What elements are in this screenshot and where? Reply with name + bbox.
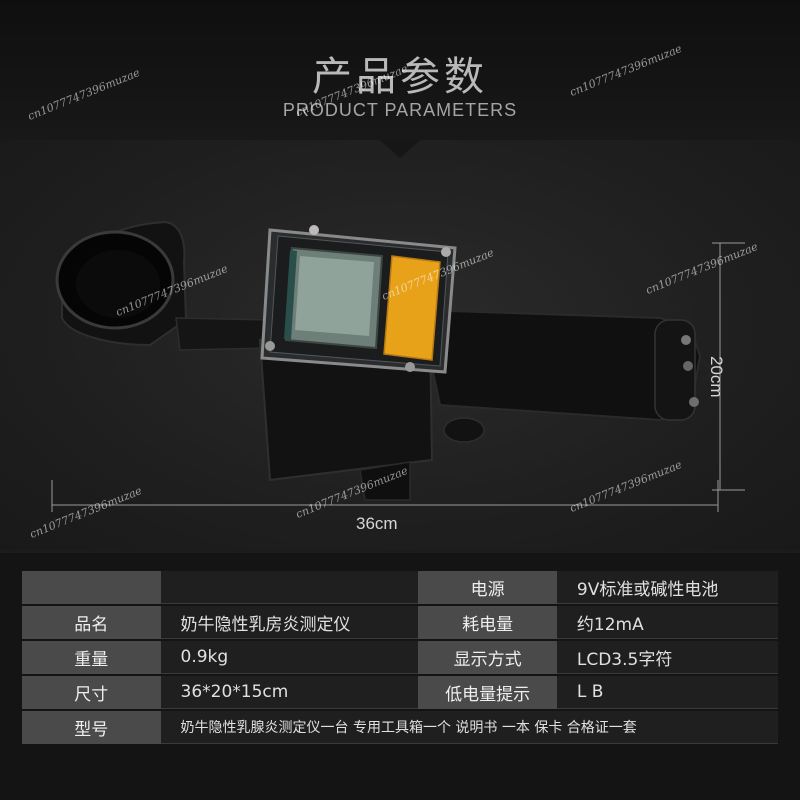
table-row: 电源 9V标准或碱性电池 <box>22 571 778 604</box>
param-value-consumption: 约12mA <box>556 606 778 639</box>
table-row: 型号 奶牛隐性乳腺炎测定仪一台 专用工具箱一个 说明书 一本 保卡 合格证一套 <box>22 711 778 744</box>
param-label-empty <box>22 571 161 604</box>
width-dimension-label: 36cm <box>356 514 398 533</box>
page-subtitle: PRODUCT PARAMETERS <box>282 100 518 120</box>
param-value-low-battery: L B <box>556 676 778 709</box>
param-label-power: 电源 <box>418 571 557 604</box>
product-image <box>51 220 745 512</box>
param-label-low-battery: 低电量提示 <box>418 676 557 709</box>
param-label-size: 尺寸 <box>22 676 161 709</box>
page-title: 产品参数 <box>312 54 488 100</box>
param-value-model: 奶牛隐性乳腺炎测定仪一台 专用工具箱一个 说明书 一本 保卡 合格证一套 <box>160 711 778 744</box>
param-label-display: 显示方式 <box>418 641 557 674</box>
connector-tube <box>175 317 271 351</box>
main-body <box>258 225 457 501</box>
funnel-cup <box>55 220 188 347</box>
param-label-consumption: 耗电量 <box>418 606 557 639</box>
height-dimension-line <box>712 242 745 491</box>
param-value-empty <box>160 571 419 604</box>
table-row: 重量 0.9kg 显示方式 LCD3.5字符 <box>22 641 778 674</box>
amber-button-panel <box>383 255 441 361</box>
parameter-table: 电源 9V标准或碱性电池 品名 奶牛隐性乳房炎测定仪 耗电量 约12mA 重量 … <box>22 569 778 746</box>
param-label-weight: 重量 <box>22 641 161 674</box>
param-value-power: 9V标准或碱性电池 <box>556 571 778 604</box>
param-value-weight: 0.9kg <box>160 641 419 674</box>
param-label-product-name: 品名 <box>22 606 161 639</box>
handle <box>418 308 712 443</box>
param-value-size: 36*20*15cm <box>160 676 419 709</box>
param-label-model: 型号 <box>22 711 161 744</box>
header-banner: 产品参数 PRODUCT PARAMETERS <box>0 0 800 140</box>
width-dimension-line <box>51 480 719 512</box>
lcd-display <box>284 246 384 350</box>
banner-notch <box>380 140 420 158</box>
height-dimension-label: 20cm <box>707 356 726 398</box>
parameter-table-section: 电源 9V标准或碱性电池 品名 奶牛隐性乳房炎测定仪 耗电量 约12mA 重量 … <box>0 553 800 800</box>
param-value-product-name: 奶牛隐性乳房炎测定仪 <box>160 606 419 639</box>
table-row: 品名 奶牛隐性乳房炎测定仪 耗电量 约12mA <box>22 606 778 639</box>
table-row: 尺寸 36*20*15cm 低电量提示 L B <box>22 676 778 709</box>
param-value-display: LCD3.5字符 <box>556 641 778 674</box>
